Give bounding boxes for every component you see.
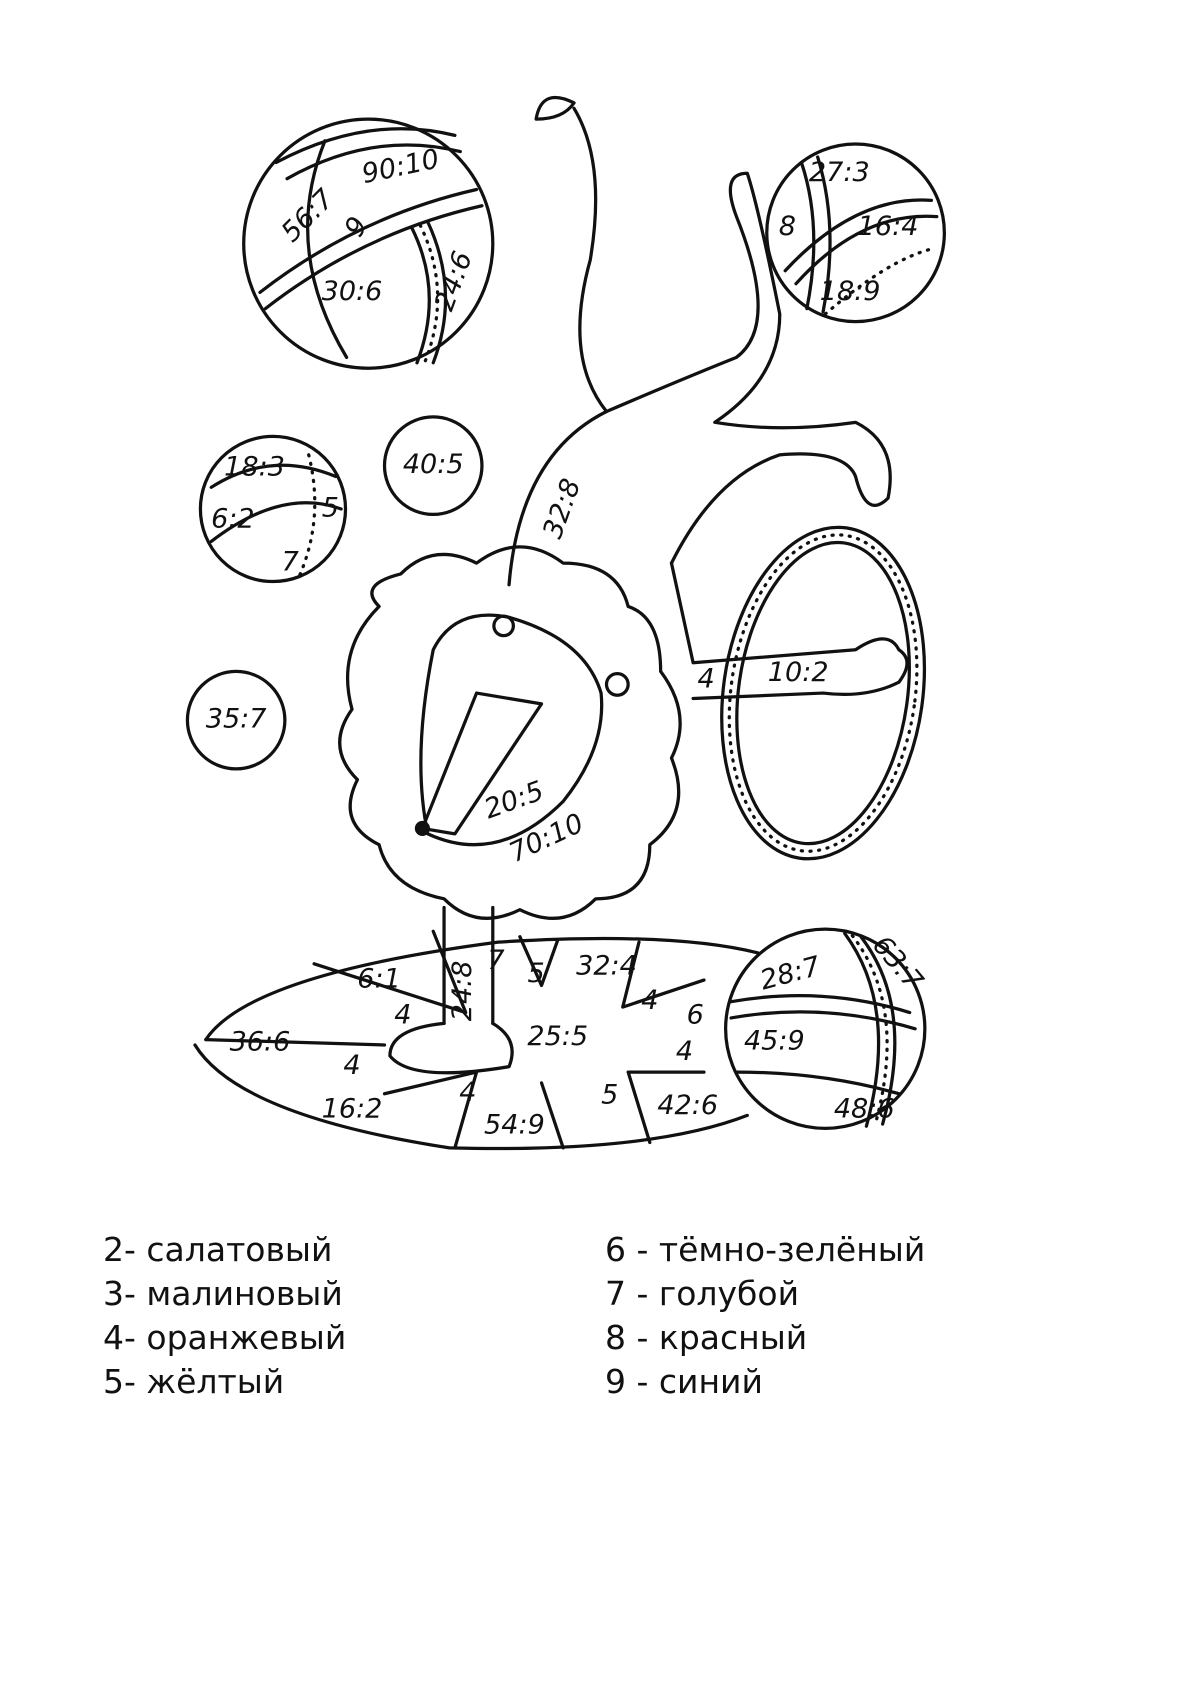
- expr: 18:3: [224, 451, 285, 482]
- expr: 40:5: [403, 449, 464, 480]
- color-legend-right: 6 - тёмно-зелёный 7 - голубой 8 - красны…: [605, 1228, 925, 1404]
- expr: 6:1: [357, 964, 401, 995]
- expr: 10:2: [768, 657, 829, 688]
- circle-40-5: 40:5: [382, 415, 484, 517]
- platform: 6:1 7 5 32:4 4 4 6 36:6 25:5 4 4 16:2 4 …: [193, 929, 760, 1151]
- expr: 32:4: [576, 951, 637, 982]
- expr: 63:7: [866, 930, 929, 996]
- legend-item: 9 - синий: [605, 1362, 763, 1401]
- expr: 4: [343, 1050, 360, 1081]
- legend-item: 5- жёлтый: [103, 1362, 285, 1401]
- expr: 6:2: [211, 503, 255, 534]
- expr: 25:5: [527, 1021, 588, 1052]
- color-legend-left: 2- салатовый 3- малиновый 4- оранжевый 5…: [103, 1228, 346, 1404]
- legend-item: 7 - голубой: [605, 1274, 800, 1313]
- lion: 32:8 4 10:2 20:5 70:10 24:8: [338, 95, 909, 1075]
- expr: 24:6: [429, 247, 479, 315]
- expr: 18:9: [820, 276, 881, 307]
- hoop: [720, 525, 927, 861]
- expr: 30:6: [322, 276, 383, 307]
- ball-top-left: 90:10 56:7 9 30:6 24:6: [242, 117, 495, 370]
- legend-item: 2- салатовый: [103, 1230, 333, 1269]
- expr: 5: [601, 1079, 618, 1110]
- expr: 32:8: [537, 475, 587, 543]
- expr: 42:6: [657, 1090, 718, 1121]
- expr: 90:10: [359, 144, 442, 191]
- expr: 54:9: [484, 1110, 545, 1141]
- legend-item: 4- оранжевый: [103, 1318, 347, 1357]
- expr: 8: [779, 211, 796, 242]
- expr: 7: [487, 945, 504, 976]
- expr: 16:2: [322, 1093, 383, 1124]
- legend-item: 8 - красный: [605, 1318, 808, 1357]
- expr: 27:3: [809, 157, 870, 188]
- expr: 36:6: [230, 1026, 291, 1057]
- legend-item: 6 - тёмно-зелёный: [605, 1230, 926, 1269]
- expr: 4: [459, 1077, 476, 1108]
- expr: 4: [641, 985, 658, 1016]
- expr: 35:7: [206, 704, 267, 735]
- expr: 4: [394, 999, 411, 1030]
- circle-35-7: 35:7: [185, 669, 287, 771]
- legend-item: 3- малиновый: [103, 1274, 343, 1313]
- expr: 7: [282, 547, 299, 578]
- expr: 5: [527, 958, 544, 989]
- expr: 4: [676, 1036, 693, 1067]
- expr: 5: [322, 492, 339, 523]
- expr: 6: [687, 999, 704, 1030]
- expr: 16:4: [858, 211, 919, 242]
- expr: 28:7: [757, 951, 824, 997]
- expr: 45:9: [744, 1025, 805, 1056]
- ball-bottom-right: 28:7 63:7 45:9 48:6: [723, 927, 929, 1131]
- ball-top-right: 27:3 8 16:4 18:9: [765, 142, 946, 324]
- expr: 4: [698, 664, 715, 695]
- ball-small-left: 18:3 6:2 5 7: [198, 434, 348, 584]
- expr: 48:6: [834, 1093, 895, 1124]
